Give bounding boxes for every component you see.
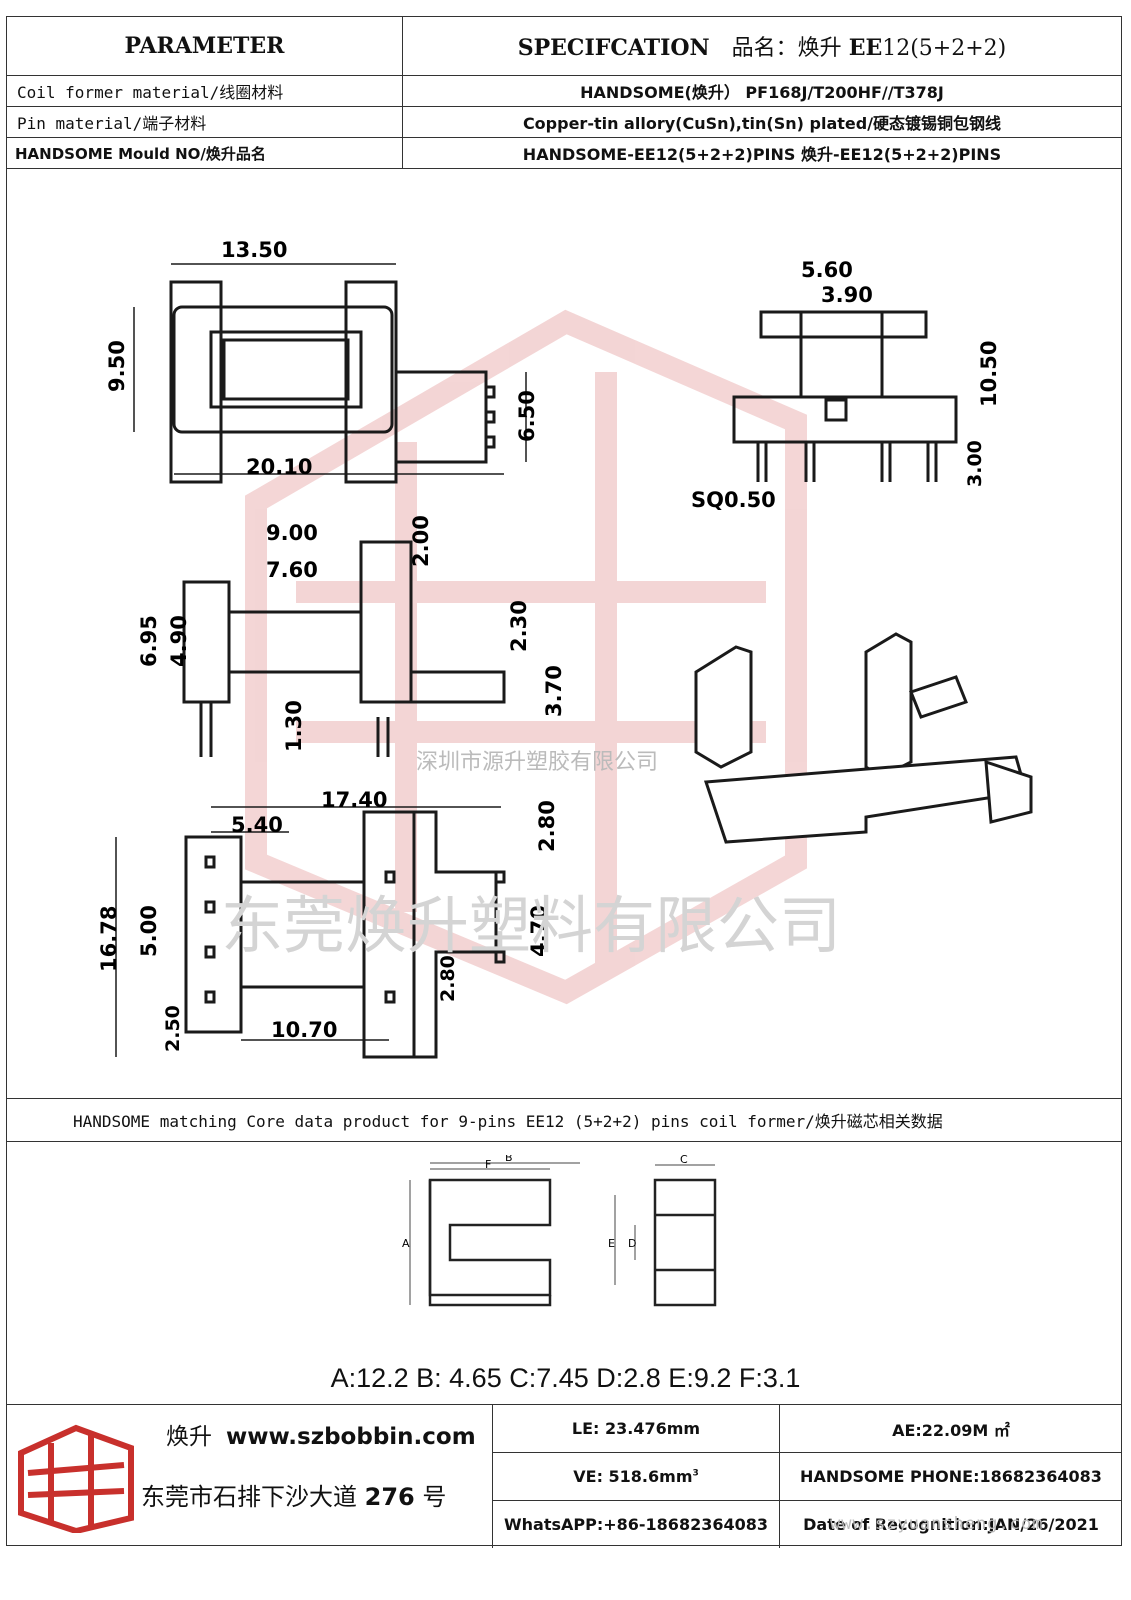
specification-title: SPECIFCATION (517, 35, 710, 61)
spec-row-pin-material: Pin material/端子材料 Copper-tin allory(CuSn… (6, 106, 1122, 138)
dim-D: 6.50 (515, 390, 539, 442)
technical-drawing-area: 13.50 9.50 20.10 6.50 5.60 3.90 10.50 SQ… (6, 172, 1122, 1094)
company-address: 东莞市石排下沙大道 276 号 (141, 1483, 447, 1511)
product-size: 12(5+2+2) (882, 36, 1007, 61)
dim-Q: 6.95 (137, 615, 161, 667)
watermark-line-2: 东莞焕升塑料有限公司 (221, 889, 841, 962)
date-value: Date of Recognition:JAN/26/2021 (779, 1500, 1122, 1548)
dim-V: SQ0.50 (691, 488, 776, 512)
dim-S: 5.60 (801, 258, 853, 282)
iso-view (694, 632, 1033, 844)
core-label-C: C (680, 1155, 688, 1166)
core-label-D: D (628, 1237, 636, 1250)
dim-G: 5.00 (137, 905, 161, 957)
dim-O2: 2.80 (437, 955, 459, 1002)
site-watermark: www.szyuansheng.com (830, 1514, 1044, 1534)
pin-material-label: Pin material/端子材料 (6, 106, 403, 138)
top-view (169, 280, 496, 484)
dim-J: 1.30 (282, 700, 306, 752)
ve-value: VE: 518.6mm3 (492, 1452, 780, 1501)
company-logo (18, 1424, 134, 1533)
pin-material-value: Copper-tin allory(CuSn),tin(Sn) plated/硬… (402, 106, 1122, 138)
dim-X: 2.50 (162, 1005, 184, 1052)
core-label-F: F (485, 1158, 491, 1171)
product-label: 品名：焕升 (731, 36, 842, 61)
le-value: LE: 23.476mm (492, 1405, 780, 1453)
brand-cn: 焕升 (166, 1424, 212, 1450)
product-model: EE (848, 35, 883, 61)
side-view (732, 310, 958, 482)
brand-website[interactable]: www.szbobbin.com (226, 1424, 476, 1450)
dim-F: 7.60 (266, 558, 318, 582)
dim-T: 3.90 (821, 283, 873, 307)
bottom-view (184, 810, 506, 1059)
mould-no-label: HANDSOME Mould NO/焕升品名 (6, 137, 403, 169)
dim-O: 2.80 (535, 800, 559, 852)
spec-row-mould-no: HANDSOME Mould NO/焕升品名 HANDSOME-EE12(5+2… (6, 137, 1122, 169)
dim-H: 4.90 (167, 615, 191, 667)
coil-material-value: HANDSOME(焕升） PF168J/T200HF//T378J (402, 75, 1122, 107)
ae-value: AE:22.09M ㎡ (779, 1405, 1122, 1453)
brand-line: 焕升 www.szbobbin.com (166, 1417, 476, 1451)
dim-E: 9.00 (266, 521, 318, 545)
dim-W: 3.00 (964, 440, 986, 487)
core-values: A:12.2 B: 4.65 C:7.45 D:2.8 E:9.2 F:3.1 (330, 1363, 801, 1393)
dim-B: 9.50 (105, 340, 129, 392)
dim-M: 16.78 (97, 906, 121, 972)
watermark-logo (245, 309, 807, 1005)
core-spec-table: LE: 23.476mm AE:22.09M ㎡ VE: 518.6mm3 HA… (492, 1405, 1122, 1548)
dim-A: 13.50 (221, 238, 287, 262)
front-view (182, 540, 506, 757)
spec-header-row: PARAMETER SPECIFCATION 品名：焕升 EE12(5+2+2) (6, 16, 1122, 76)
specification-header: SPECIFCATION 品名：焕升 EE12(5+2+2) (402, 16, 1122, 76)
parameter-header: PARAMETER (6, 16, 403, 76)
product-name: 品名：焕升 EE12(5+2+2) (731, 35, 1007, 61)
dim-L: 17.40 (321, 788, 387, 812)
mould-no-value: HANDSOME-EE12(5+2+2)PINS 焕升-EE12(5+2+2)P… (402, 137, 1122, 169)
dim-P: 2.30 (507, 600, 531, 652)
dim-K: 5.40 (231, 813, 283, 837)
core-label-B: B (505, 1155, 513, 1164)
core-svg: B F A C E D (402, 1151, 717, 1307)
dim-Y: 10.70 (271, 1018, 337, 1042)
core-data-bar: HANDSOME matching Core data product for … (6, 1098, 1122, 1142)
top-view-dims (133, 263, 527, 475)
phone-value: HANDSOME PHONE:18682364083 (779, 1452, 1122, 1501)
bobbin-drawing: 13.50 9.50 20.10 6.50 5.60 3.90 10.50 SQ… (97, 238, 1033, 1059)
core-label-E: E (608, 1237, 615, 1250)
dim-I: 4.70 (527, 905, 551, 957)
dim-R: 2.00 (409, 515, 433, 567)
whatsapp-value: WhatsAPP:+86-18682364083 (492, 1500, 780, 1548)
dim-U: 10.50 (977, 341, 1001, 407)
core-label-A: A (402, 1237, 410, 1250)
footer: 焕升 www.szbobbin.com 东莞市石排下沙大道 276 号 LE: 2… (6, 1404, 1122, 1548)
core-drawing: B F A C E D (400, 1151, 760, 1345)
dim-N: 3.70 (542, 665, 566, 717)
watermark-line-1: 深圳市源升塑胶有限公司 (416, 750, 658, 775)
spec-row-coil-material: Coil former material/线圈材料 HANDSOME(焕升） P… (6, 75, 1122, 107)
dim-C: 20.10 (246, 455, 312, 479)
coil-material-label: Coil former material/线圈材料 (6, 75, 403, 107)
bottom-view-dims (115, 806, 501, 1057)
